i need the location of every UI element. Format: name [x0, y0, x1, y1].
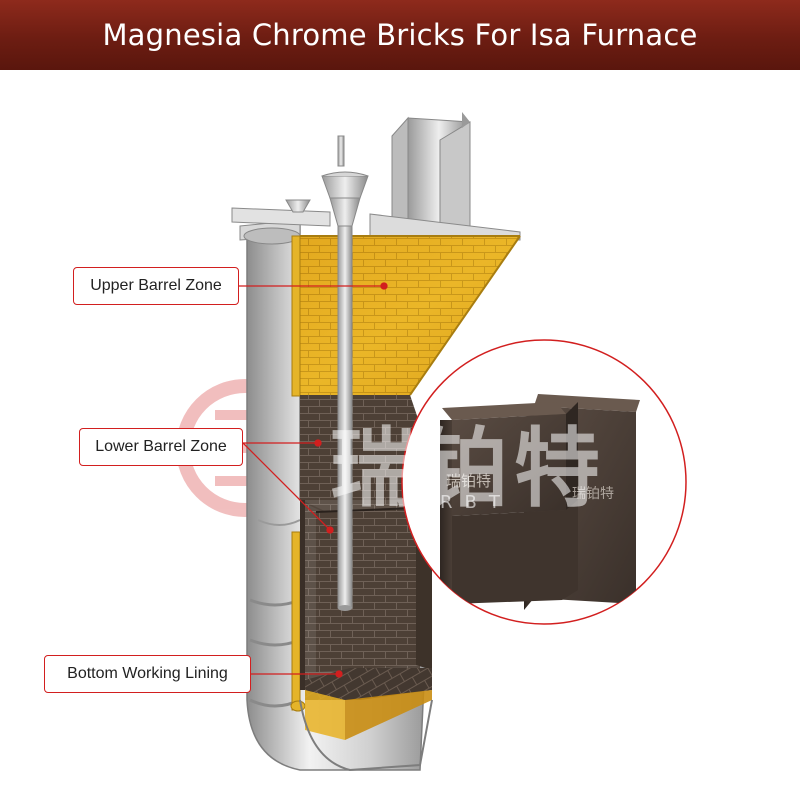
brick-stamp-front: 瑞铂特 [446, 472, 491, 490]
watermark-text: 瑞铂特 [330, 419, 606, 519]
watermark-text-en: RBT [440, 492, 512, 513]
brick-closeup: 瑞铂特 瑞铂特 [401, 339, 687, 625]
callout-lines [239, 282, 388, 678]
furnace-hood [231, 112, 521, 241]
title-bar: Magnesia Chrome Bricks For Isa Furnace [0, 0, 800, 70]
upper-barrel-lining [291, 235, 521, 397]
callout-upper-barrel-zone: Upper Barrel Zone [73, 267, 239, 305]
page-title: Magnesia Chrome Bricks For Isa Furnace [102, 18, 698, 52]
furnace-illustration: 瑞铂特 瑞铂特 [176, 112, 687, 772]
callout-bottom-working-lining: Bottom Working Lining [44, 655, 251, 693]
brick-stamp-back: 瑞铂特 [572, 486, 614, 502]
lance [285, 135, 369, 611]
callout-lower-barrel-zone: Lower Barrel Zone [79, 428, 243, 466]
bottom-lining [299, 668, 433, 772]
